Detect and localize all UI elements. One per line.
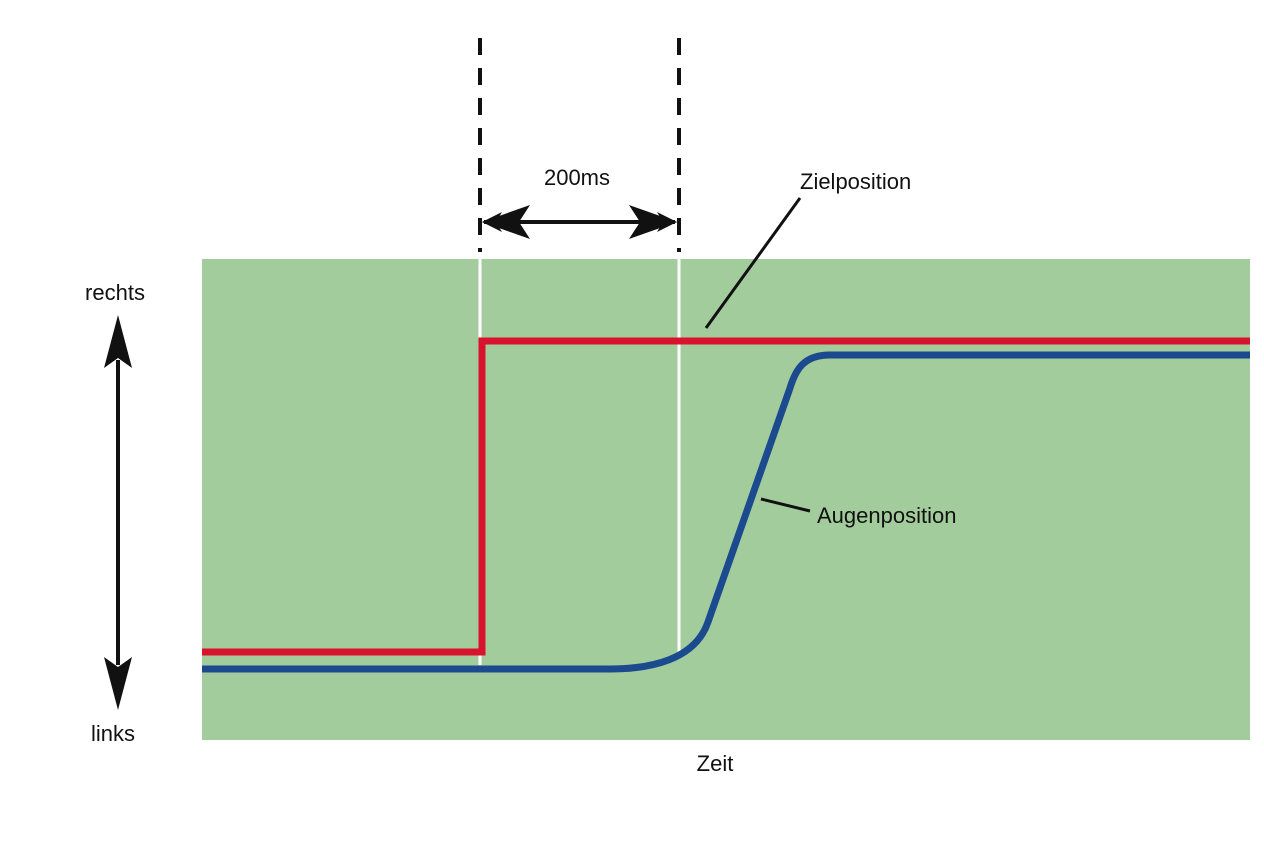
- eye-position-line: [202, 351, 1250, 673]
- interval-label: 200ms: [544, 165, 610, 190]
- eye-position-label: Augenposition: [817, 503, 956, 528]
- axis-top-label: rechts: [85, 280, 145, 305]
- target-leader-line: [704, 197, 802, 329]
- eye-leader-line: [760, 497, 811, 513]
- target-position-line: [202, 337, 1250, 656]
- axis-bottom-label: links: [91, 721, 135, 746]
- target-position-label: Zielposition: [800, 169, 911, 194]
- axis-x-label: Zeit: [697, 751, 734, 776]
- direction-axis-arrow-down: [104, 657, 132, 710]
- direction-axis-arrow-up: [104, 315, 132, 368]
- interval-arrow-head-left: [482, 205, 530, 239]
- interval-arrow-head-right: [629, 205, 677, 239]
